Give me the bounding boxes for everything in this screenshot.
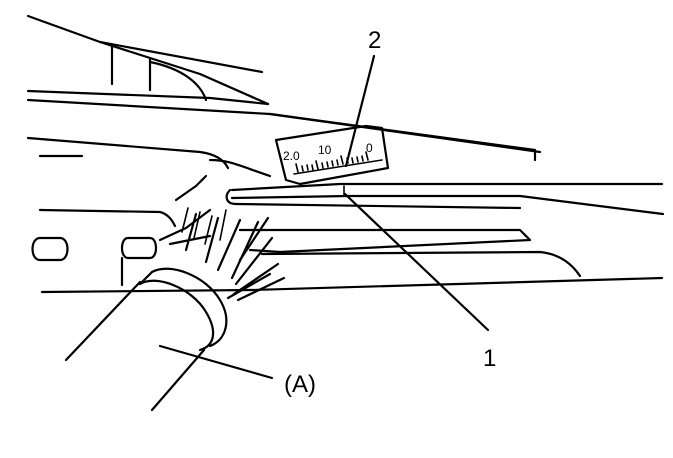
- light-rays: [184, 212, 286, 302]
- callout-a-label: (A): [284, 371, 316, 398]
- callout-a: (A): [158, 344, 316, 398]
- scale-label-right: 0: [366, 141, 373, 155]
- callout-1-label: 1: [483, 345, 496, 372]
- blade-arm: [225, 182, 665, 292]
- callout-2-label: 2: [368, 27, 381, 54]
- left-body: [31, 174, 254, 294]
- callout-1: 1: [343, 192, 496, 372]
- upper-housing: [26, 14, 542, 178]
- flashlight: [64, 267, 228, 412]
- scale-label-left: 2.0: [283, 149, 300, 163]
- callout-2: 2: [344, 27, 381, 168]
- gauge-scale: 2.0 10 0: [274, 124, 390, 186]
- gauge-ticks: [295, 151, 369, 173]
- scale-label-mid: 10: [318, 143, 332, 157]
